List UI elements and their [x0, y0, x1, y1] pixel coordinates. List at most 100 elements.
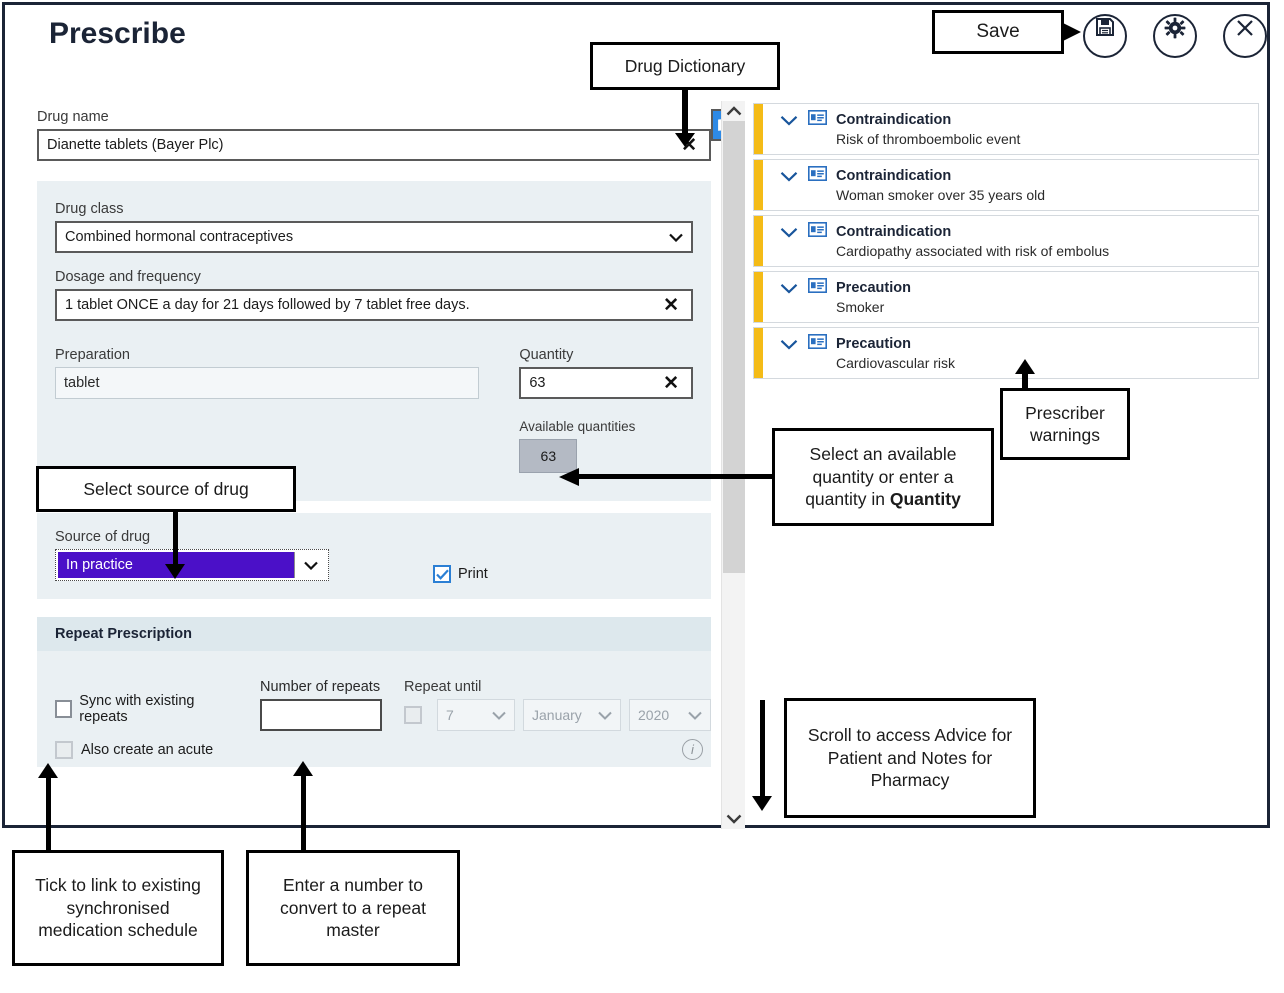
callout-number-arrow: [292, 760, 316, 782]
quantity-value: 63: [529, 375, 659, 391]
prescribe-form: Drug name Dianette tablets (Bayer Plc) ✕…: [37, 109, 711, 821]
contact-card-icon: [808, 334, 827, 354]
chevron-down-icon: [688, 711, 702, 720]
repeat-prescription-panel: Sync with existing repeats Number of rep…: [37, 651, 711, 767]
callout-select-source-leader: [173, 512, 178, 564]
quantity-input[interactable]: 63 ✕: [519, 367, 693, 399]
chevron-down-icon[interactable]: [780, 171, 798, 182]
drug-name-label: Drug name: [37, 109, 711, 125]
prescriber-warnings-list: ContraindicationRisk of thromboembolic e…: [753, 103, 1259, 383]
repeat-until-day-value: 7: [446, 707, 492, 723]
callout-scroll-arrow: [751, 790, 775, 812]
sync-with-existing-repeats-label: Sync with existing repeats: [79, 693, 238, 725]
also-create-acute-checkbox[interactable]: [55, 741, 73, 759]
quantity-label: Quantity: [519, 347, 693, 363]
repeat-until-month-select[interactable]: January: [523, 699, 621, 731]
info-icon[interactable]: i: [682, 739, 703, 760]
callout-select-source: Select source of drug: [36, 466, 296, 512]
drug-details-panel: Drug class Combined hormonal contracepti…: [37, 181, 711, 501]
repeat-until-day-select[interactable]: 7: [437, 699, 515, 731]
chevron-down-icon[interactable]: [780, 339, 798, 350]
scrollbar-thumb[interactable]: [723, 121, 745, 573]
callout-scroll-hint: Scroll to access Advice for Patient and …: [784, 698, 1036, 818]
repeat-until-label: Repeat until: [404, 679, 711, 695]
drug-class-select[interactable]: Combined hormonal contraceptives: [55, 221, 693, 253]
drug-class-value: Combined hormonal contraceptives: [65, 229, 669, 245]
callout-quantity-hint: Select an available quantity or enter a …: [772, 428, 994, 526]
print-checkbox-group[interactable]: Print: [433, 565, 488, 583]
callout-prescriber-warnings: Prescriber warnings: [1000, 388, 1130, 460]
warning-detail: Smoker: [836, 299, 1258, 315]
number-of-repeats-label: Number of repeats: [260, 679, 382, 695]
scroll-down-icon[interactable]: [722, 809, 746, 829]
repeat-until-group: Repeat until 7 January: [404, 679, 711, 731]
callout-drug-dictionary: Drug Dictionary: [590, 42, 780, 90]
save-icon[interactable]: [1083, 14, 1127, 58]
dosage-input[interactable]: 1 tablet ONCE a day for 21 days followed…: [55, 289, 693, 321]
warning-type: Contraindication: [836, 168, 951, 184]
warning-detail: Cardiopathy associated with risk of embo…: [836, 243, 1258, 259]
callout-prescriber-warnings-text: Prescriber warnings: [1025, 402, 1105, 447]
callout-save: Save: [932, 10, 1064, 54]
contact-card-icon: [808, 166, 827, 186]
warning-header: Precaution: [780, 272, 1258, 298]
warning-detail: Cardiovascular risk: [836, 355, 1258, 371]
warning-item[interactable]: ContraindicationWoman smoker over 35 yea…: [753, 159, 1259, 211]
callout-number-hint: Enter a number to convert to a repeat ma…: [246, 850, 460, 966]
warning-item[interactable]: ContraindicationCardiopathy associated w…: [753, 215, 1259, 267]
warning-header: Contraindication: [780, 104, 1258, 130]
callout-quantity-arrow: [558, 466, 582, 488]
chevron-down-icon[interactable]: [780, 227, 798, 238]
preparation-field-group: Preparation tablet: [55, 347, 479, 473]
repeat-until-checkbox[interactable]: [404, 706, 422, 724]
clear-dosage-icon[interactable]: ✕: [659, 296, 683, 315]
repeat-controls-row: Sync with existing repeats Number of rep…: [55, 679, 711, 731]
scroll-up-icon[interactable]: [722, 101, 746, 121]
also-create-acute-row: Also create an acute i: [55, 733, 711, 767]
warning-item[interactable]: PrecautionCardiovascular risk: [753, 327, 1259, 379]
preparation-quantity-row: Preparation tablet Quantity 63 ✕ Availab…: [55, 347, 693, 473]
sync-checkbox-group[interactable]: Sync with existing repeats: [55, 693, 238, 725]
source-of-drug-label: Source of drug: [55, 529, 693, 545]
callout-sync-hint: Tick to link to existing synchronised me…: [12, 850, 224, 966]
number-of-repeats-input[interactable]: [260, 699, 382, 731]
warning-header: Contraindication: [780, 160, 1258, 186]
settings-gear-icon[interactable]: [1153, 14, 1197, 58]
warning-header: Precaution: [780, 328, 1258, 354]
drug-name-value: Dianette tablets (Bayer Plc): [47, 137, 677, 153]
callout-drug-dictionary-arrow: [674, 128, 696, 148]
clear-quantity-icon[interactable]: ✕: [659, 374, 683, 393]
sync-with-existing-repeats-checkbox[interactable]: [55, 700, 72, 718]
callout-quantity-leader: [578, 474, 774, 479]
form-scrollbar[interactable]: [721, 101, 745, 829]
close-icon[interactable]: [1223, 14, 1267, 58]
warning-header: Contraindication: [780, 216, 1258, 242]
warning-type: Precaution: [836, 336, 911, 352]
dosage-value: 1 tablet ONCE a day for 21 days followed…: [65, 297, 659, 313]
callout-prescriber-arrow: [1014, 358, 1036, 378]
drug-class-label: Drug class: [55, 201, 693, 217]
page-title: Prescribe: [49, 17, 186, 51]
repeat-until-year-value: 2020: [638, 707, 688, 723]
warning-type: Contraindication: [836, 224, 951, 240]
warning-item[interactable]: ContraindicationRisk of thromboembolic e…: [753, 103, 1259, 155]
print-label: Print: [458, 566, 488, 582]
print-checkbox[interactable]: [433, 565, 451, 583]
callout-scroll-leader: [760, 700, 765, 796]
warning-detail: Risk of thromboembolic event: [836, 131, 1258, 147]
callout-quantity-hint-text: Select an available quantity or enter a …: [783, 443, 983, 510]
warning-type: Contraindication: [836, 112, 951, 128]
chevron-down-icon: [492, 711, 506, 720]
preparation-value: tablet: [55, 367, 479, 399]
drug-name-input[interactable]: Dianette tablets (Bayer Plc) ✕: [37, 129, 711, 161]
available-quantities-label: Available quantities: [519, 419, 693, 434]
dosage-label: Dosage and frequency: [55, 269, 693, 285]
repeat-prescription-header: Repeat Prescription: [37, 617, 711, 651]
drug-name-field-group: Drug name Dianette tablets (Bayer Plc) ✕: [37, 109, 711, 161]
warning-item[interactable]: PrecautionSmoker: [753, 271, 1259, 323]
chevron-down-icon[interactable]: [780, 115, 798, 126]
source-of-drug-select[interactable]: In practice: [55, 549, 329, 581]
chevron-down-icon[interactable]: [780, 283, 798, 294]
repeat-until-year-select[interactable]: 2020: [629, 699, 711, 731]
